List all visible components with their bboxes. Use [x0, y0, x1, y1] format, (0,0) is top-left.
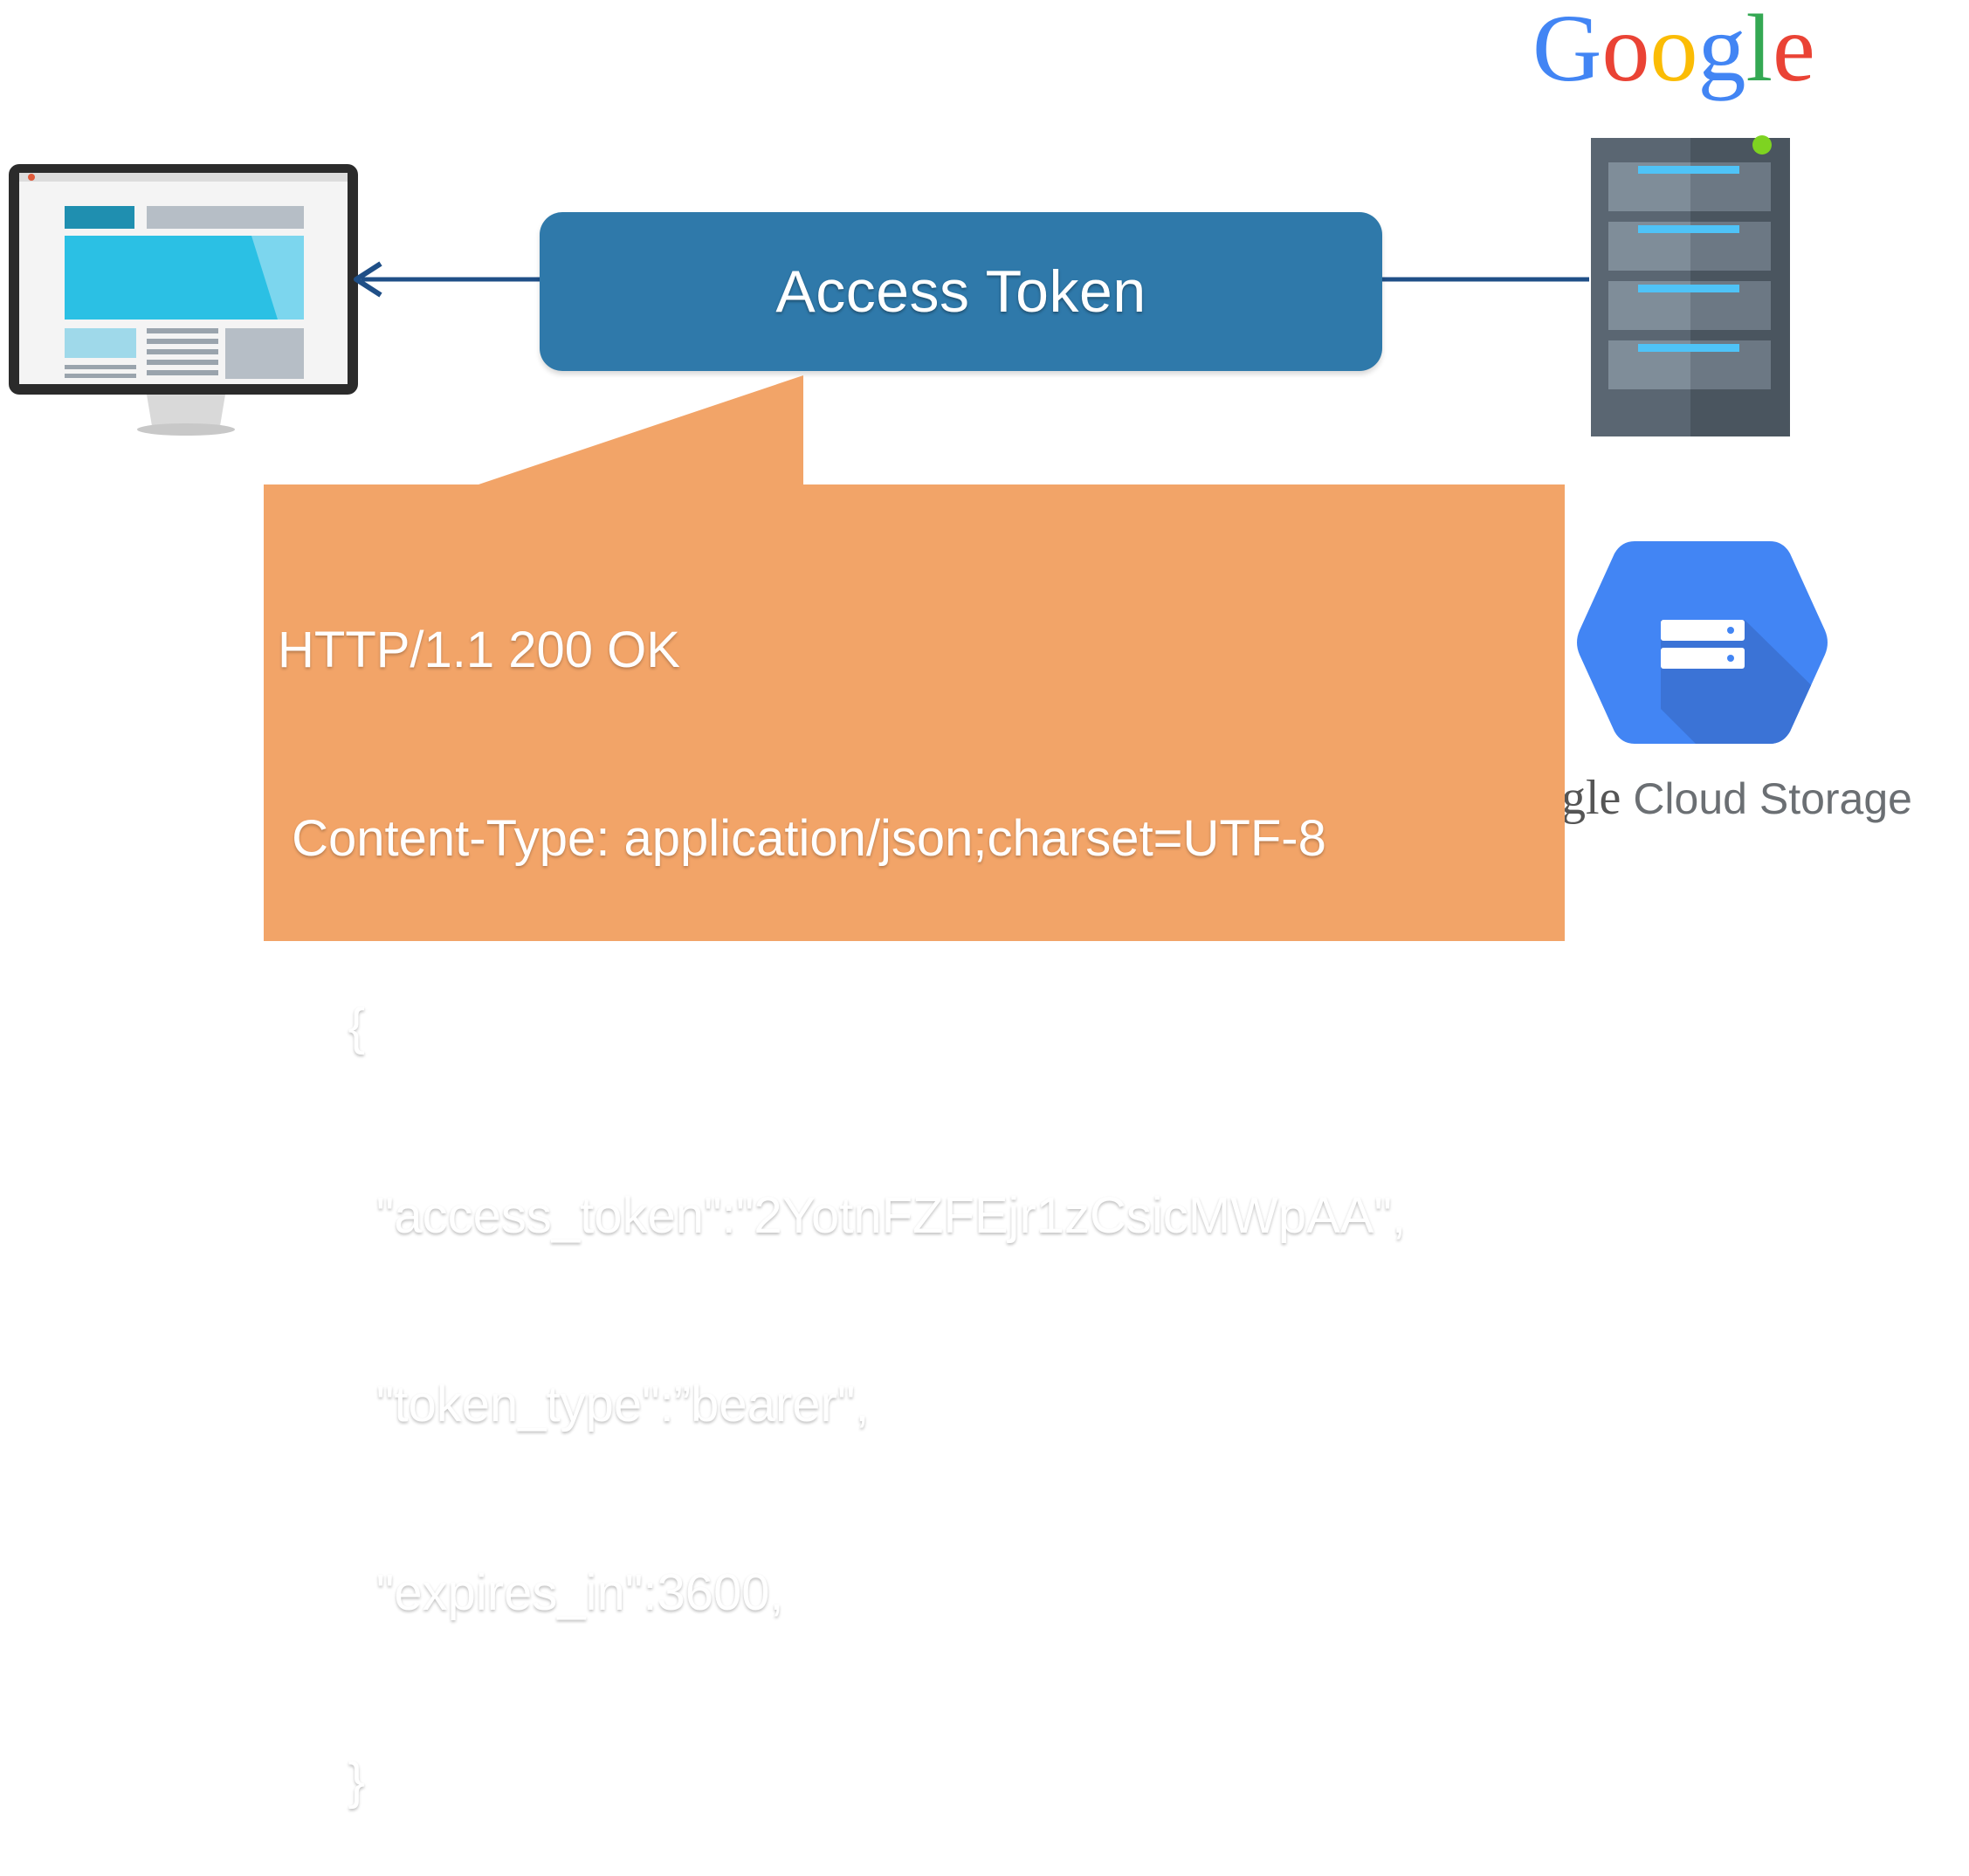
- google-logo: Google: [1532, 0, 1815, 101]
- response-line-expires-in: "expires_in":3600,: [278, 1564, 784, 1621]
- cloud-storage-label-rest: Cloud Storage: [1621, 774, 1912, 823]
- response-line-close-brace: }: [278, 1753, 365, 1810]
- response-line-access-token: "access_token":"2YotnFZFEjr1zCsicMWpAA",: [278, 1187, 1407, 1244]
- response-line-status: HTTP/1.1 200 OK: [278, 622, 680, 678]
- cloud-storage-icon: [1577, 541, 1828, 744]
- response-callout: [264, 375, 1565, 941]
- response-line-content-type: Content-Type: application/json;charset=U…: [278, 810, 1326, 867]
- monitor-icon: [9, 164, 358, 436]
- google-logo-letter: l: [1745, 0, 1773, 101]
- access-token-box: Access Token: [540, 212, 1382, 371]
- google-logo-letter: o: [1601, 0, 1649, 101]
- google-logo-letter: o: [1649, 0, 1697, 101]
- access-token-label: Access Token: [775, 258, 1146, 325]
- google-logo-letter: g: [1697, 0, 1745, 101]
- google-logo-letter: e: [1773, 0, 1815, 101]
- cloud-storage-label: ogle Cloud Storage: [1537, 770, 1969, 840]
- http-response-text: HTTP/1.1 200 OK Content-Type: applicatio…: [278, 493, 1552, 1810]
- response-line-token-type: "token_type":”bearer",: [278, 1376, 870, 1433]
- google-logo-text: Google: [1532, 0, 1815, 101]
- response-line-open-brace: {: [278, 999, 365, 1055]
- server-icon: [1591, 135, 1790, 436]
- google-logo-letter: G: [1532, 0, 1601, 101]
